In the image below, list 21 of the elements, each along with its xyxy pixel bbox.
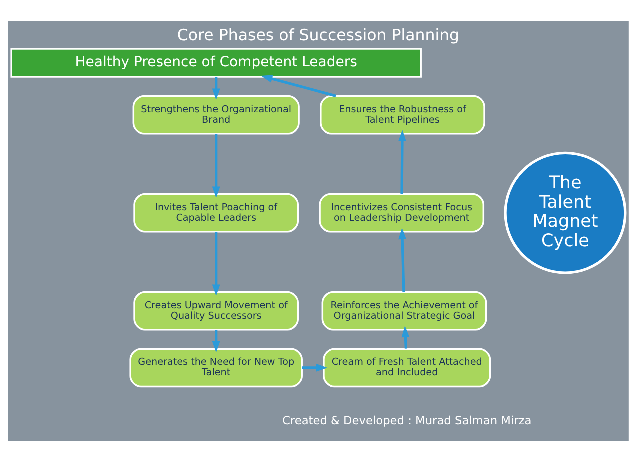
diagram-title: Core Phases of Succession Planning — [177, 26, 460, 45]
arrow — [302, 364, 328, 372]
arrow — [212, 330, 220, 353]
arrow — [261, 75, 336, 98]
arrow — [398, 130, 406, 194]
node-box: Strengthens the Organizational Brand — [132, 95, 300, 135]
arrow — [212, 232, 220, 296]
arrow — [402, 326, 410, 349]
node-box: Ensures the Robustness of Talent Pipelines — [320, 95, 486, 135]
node-box: Healthy Presence of Competent Leaders — [10, 48, 422, 78]
node-box: Generates the Need for New Top Talent — [130, 348, 303, 388]
node-box: Incentivizes Consistent Focus on Leadership Development — [319, 193, 485, 233]
node-box: Cream of Fresh Talent Attached and Included — [323, 348, 492, 388]
arrow — [398, 228, 407, 292]
caption: Created & Developed : Murad Salman Mirza — [282, 414, 532, 428]
node-box: Reinforces the Achievement of Organizational Strategic Goal — [322, 291, 488, 331]
node-circle: The Talent Magnet Cycle — [504, 152, 627, 274]
node-box: Creates Upward Movement of Quality Successors — [134, 291, 300, 331]
arrow — [212, 134, 220, 198]
arrow — [212, 77, 220, 100]
node-box: Invites Talent Poaching of Capable Leaders — [134, 193, 300, 233]
